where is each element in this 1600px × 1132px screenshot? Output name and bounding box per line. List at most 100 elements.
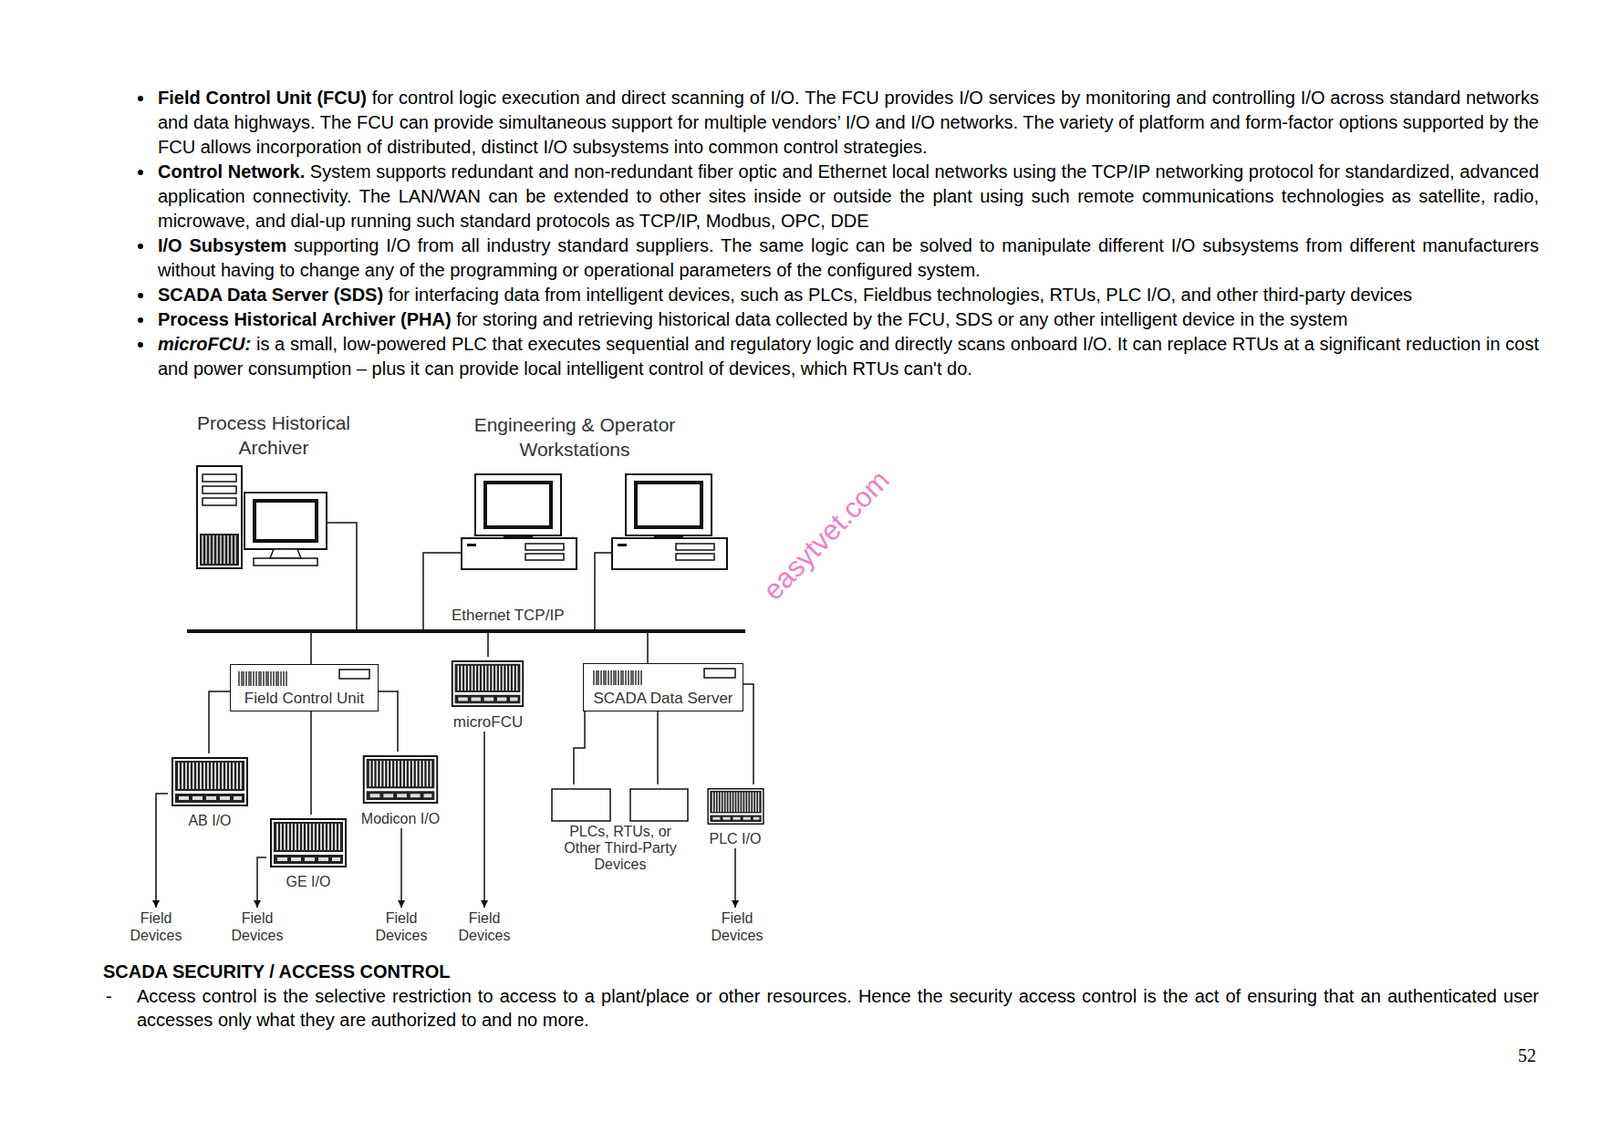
field-device: Field Devices <box>452 907 517 948</box>
screen <box>254 500 317 541</box>
bullet-term: SCADA Data Server (SDS) <box>157 284 384 305</box>
bullet-dot <box>137 342 144 348</box>
link-line <box>310 711 312 815</box>
arrow-connector <box>400 828 403 908</box>
status-panel <box>339 669 370 679</box>
bullet-text: is a small, low-powered PLC that execute… <box>157 333 1539 379</box>
drive-bay <box>525 553 564 561</box>
workstation-computer <box>423 474 577 575</box>
drive-bay <box>675 543 715 551</box>
list-dash: - <box>105 984 113 1008</box>
bullet-list: Field Control Unit (FCU) for control log… <box>157 85 1539 382</box>
monitor <box>244 492 327 550</box>
bullet-dot <box>137 169 144 176</box>
io-rack-icon <box>270 819 346 867</box>
bullet-dot <box>137 95 144 102</box>
barcode-panel <box>593 670 642 686</box>
monitor-stand <box>270 549 302 559</box>
network-wire <box>594 552 613 575</box>
node-label: Field Devices <box>124 909 188 945</box>
bullet-dot <box>137 292 144 299</box>
node-label: PLCs, RTUs, or Other Third-Party Devices <box>551 823 689 873</box>
io-module: AB I/O <box>167 753 252 831</box>
link-line <box>573 711 585 785</box>
arrow-connector <box>483 731 486 908</box>
bullet-text: for interfacing data from intelligent de… <box>388 284 1413 305</box>
node-label: Field Devices <box>452 909 517 945</box>
link-line <box>593 574 596 630</box>
archiver-computer <box>197 466 357 577</box>
bullet-text: supporting I/O from all industry standar… <box>157 235 1539 281</box>
desktop-case <box>461 538 577 570</box>
bullet-item: microFCU: is a small, low-powered PLC th… <box>157 332 1539 382</box>
field-device: Field Devices <box>705 907 769 948</box>
drive-bay <box>675 553 715 561</box>
screen <box>635 482 702 528</box>
workstation-group: Engineering & Operator Workstations <box>415 412 735 575</box>
io-rack-icon <box>363 756 437 803</box>
arrow-connector <box>155 793 168 908</box>
node-label: AB I/O <box>187 811 231 831</box>
node-label: microFCU <box>453 712 524 732</box>
device-box <box>630 789 688 821</box>
process-box: Field Control Unit <box>229 664 379 712</box>
bullet-item: I/O Subsystem supporting I/O from all in… <box>157 233 1539 283</box>
node-label: Modicon I/O <box>361 810 440 829</box>
io-rack-icon <box>707 789 764 825</box>
bullet-term: microFCU: <box>157 333 251 354</box>
power-led <box>617 543 627 547</box>
section-heading: SCADA SECURITY / ACCESS CONTROL <box>103 959 450 984</box>
node-label: Field Devices <box>369 909 434 945</box>
bullet-term: Field Control Unit (FCU) <box>157 87 367 108</box>
power-led <box>467 543 477 547</box>
bullet-item: Control Network. System supports redunda… <box>157 159 1539 234</box>
controller-rack-icon <box>452 661 523 707</box>
desktop-case <box>612 538 728 570</box>
link-line <box>355 576 358 630</box>
link-line <box>487 633 489 657</box>
controller-unit: microFCU <box>445 656 531 732</box>
process-box: SCADA Data Server <box>582 663 744 712</box>
link-line <box>378 691 398 752</box>
node-label: Field Devices <box>705 909 769 945</box>
bullet-item: Process Historical Archiver (PHA) for st… <box>157 307 1539 333</box>
link-line <box>422 574 425 630</box>
bullet-term: I/O Subsystem <box>157 235 287 256</box>
field-device: Field Devices <box>225 907 290 948</box>
monitor-base <box>253 558 318 566</box>
drive-bay <box>202 474 237 482</box>
node-label: Field Control Unit <box>244 688 364 708</box>
network-wire <box>423 552 462 575</box>
grill-slots <box>202 535 236 564</box>
io-module: PLC I/O <box>702 784 769 849</box>
monitor <box>475 474 562 536</box>
bullet-dot <box>137 243 144 250</box>
node-label: Engineering & Operator Workstations <box>442 412 707 462</box>
network-bus: Ethernet TCP/IP <box>187 629 746 634</box>
node-label: Process Historical Archiver <box>182 410 365 460</box>
device-group: PLCs, RTUs, or Other Third-Party Devices <box>547 784 694 876</box>
archiver-group: Process Historical Archiver <box>182 410 365 577</box>
bullet-text: System supports redundant and non-redund… <box>157 161 1539 231</box>
tower-grill <box>199 533 239 566</box>
network-wire <box>326 522 357 577</box>
io-rack-icon <box>172 758 248 806</box>
monitor <box>625 474 712 536</box>
node-label: GE I/O <box>286 872 332 892</box>
watermark: easytvet.com <box>757 464 897 607</box>
screen <box>485 482 551 528</box>
field-device: Field Devices <box>369 907 434 948</box>
device-box <box>551 789 611 821</box>
arrow-connector <box>734 848 737 908</box>
field-device: Field Devices <box>124 907 188 948</box>
link-line <box>656 711 659 785</box>
bullet-text: for storing and retrieving historical da… <box>456 309 1348 330</box>
node-label: SCADA Data Server <box>592 688 733 708</box>
bullet-term: Control Network. <box>157 161 305 182</box>
drive-bay <box>202 498 237 506</box>
arrow-connector <box>257 857 267 908</box>
barcode-panel <box>238 671 287 686</box>
bullet-term: Process Historical Archiver (PHA) <box>157 309 452 330</box>
bullet-item: SCADA Data Server (SDS) for interfacing … <box>157 282 1539 308</box>
